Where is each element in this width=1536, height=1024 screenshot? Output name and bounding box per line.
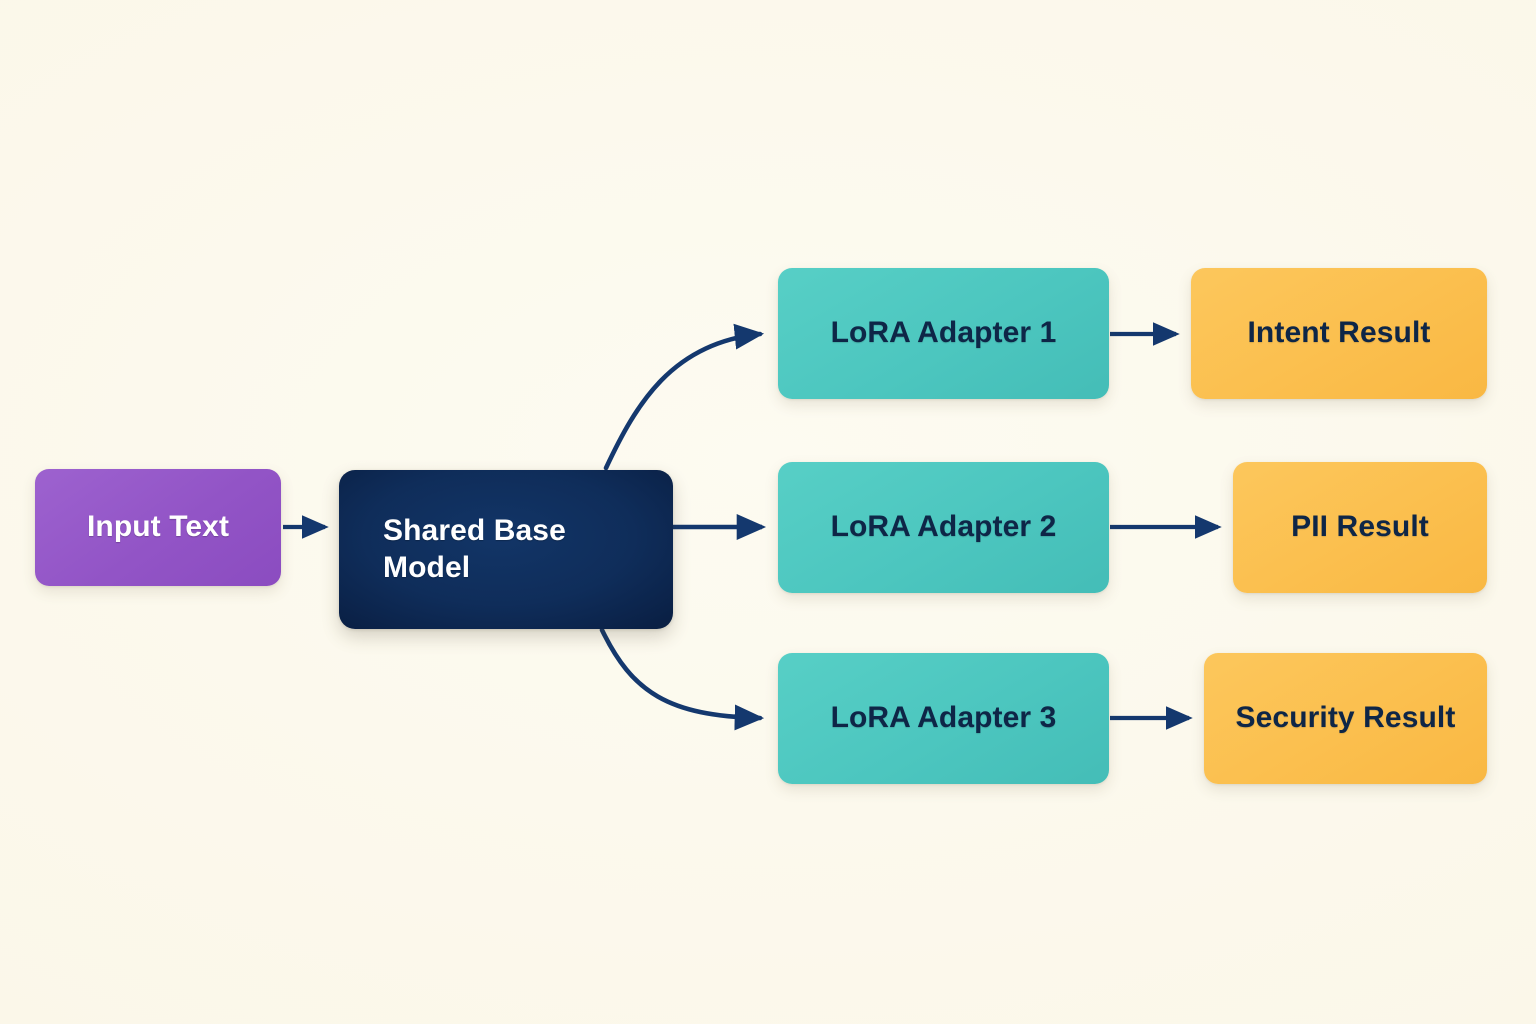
node-lora-adapter-3[interactable]: LoRA Adapter 3 [778,653,1109,784]
node-lora-adapter-3-label: LoRA Adapter 3 [830,701,1057,735]
node-lora-adapter-1-label: LoRA Adapter 1 [830,316,1057,350]
node-shared-base-model-line-2: Model [383,550,471,584]
node-security-result-label: Security Result [1235,701,1456,735]
node-intent-result[interactable]: Intent Result [1191,268,1487,399]
node-input-text-label: Input Text [86,510,230,544]
node-lora-adapter-2[interactable]: LoRA Adapter 2 [778,462,1109,593]
node-intent-result-label: Intent Result [1247,316,1431,350]
node-lora-adapter-1[interactable]: LoRA Adapter 1 [778,268,1109,399]
node-lora-adapter-2-label: LoRA Adapter 2 [830,510,1057,544]
node-security-result[interactable]: Security Result [1204,653,1487,784]
edge-base-to-adapter-3 [599,627,765,731]
node-pii-result-label: PII Result [1291,510,1429,544]
node-input-text[interactable]: Input Text [35,469,281,586]
node-shared-base-model[interactable]: Shared Base Model [339,470,673,629]
node-pii-result[interactable]: PII Result [1233,462,1487,593]
edge-base-to-adapter-1 [603,323,765,471]
node-shared-base-model-label: Shared Base Model [383,513,673,586]
node-shared-base-model-line-1: Shared Base [383,513,566,547]
